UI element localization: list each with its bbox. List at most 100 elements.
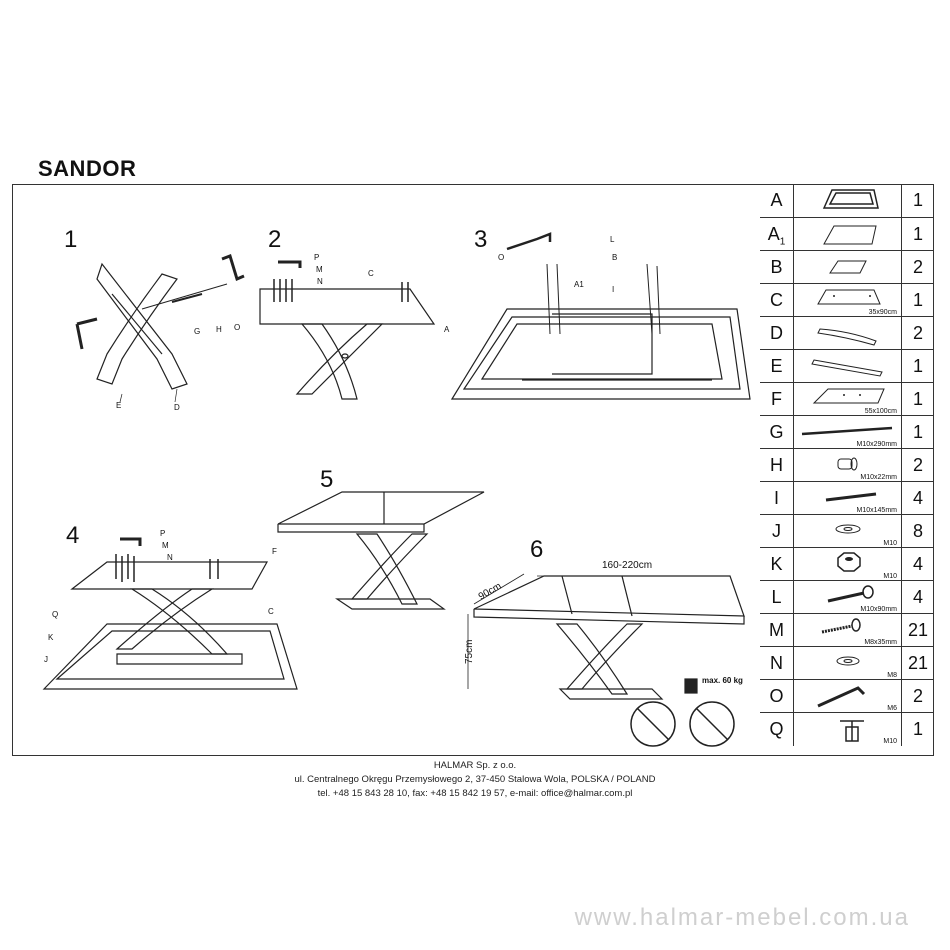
part-letter: A — [760, 184, 794, 217]
label-F: F — [272, 547, 277, 556]
document-title: SANDOR — [38, 156, 137, 181]
threaded-rod-icon: M10x145mm — [794, 482, 902, 515]
footer-address: ul. Centralnego Okręgu Przemysłowego 2, … — [294, 774, 656, 785]
label-K: K — [48, 633, 54, 642]
part-row-G: G M10x290mm 1 — [760, 415, 934, 449]
label-H: H — [216, 325, 222, 334]
step2-labels: P M N C — [314, 253, 374, 286]
step-number-5: 5 — [320, 466, 334, 493]
part-letter: J — [760, 515, 794, 548]
label-O: O — [234, 323, 240, 332]
panel-icon — [794, 218, 902, 251]
part-row-H: H M10x22mm 2 — [760, 448, 934, 482]
label-N: N — [317, 277, 323, 286]
part-quantity: 1 — [912, 290, 923, 310]
part-letter: G — [760, 416, 794, 449]
part-row-O: O M6 2 — [760, 679, 934, 713]
part-letter: N — [760, 647, 794, 680]
part-letter: I — [760, 482, 794, 515]
part-row-D: D 2 — [760, 316, 934, 350]
step4-drawing — [42, 537, 298, 690]
label-N-step4: N — [167, 553, 173, 562]
bolt-icon: M10x90mm — [794, 581, 902, 614]
part-quantity: 1 — [912, 190, 923, 210]
dimension-depth: 90cm — [477, 581, 504, 603]
curved-leg-icon — [794, 317, 902, 350]
part-quantity: 1 — [912, 719, 923, 739]
label-J: J — [44, 655, 48, 664]
part-row-B: B 2 — [760, 250, 934, 284]
part-quantity: 8 — [912, 521, 923, 541]
part-row-N: N M8 21 — [760, 646, 934, 680]
part-row-I: I M10x145mm 4 — [760, 481, 934, 515]
footer-contact: tel. +48 15 843 28 10, fax: +48 15 842 1… — [317, 788, 633, 799]
label-B: B — [612, 253, 617, 262]
part-letter: F — [760, 383, 794, 416]
parts-list: A 1 A1 1 B 2 C 35x90cm 1 D — [760, 184, 934, 756]
allen-key-icon: M6 — [794, 680, 902, 713]
base-plate-icon: 55x100cm — [794, 383, 902, 416]
step3-labels: O L B I A1 A — [444, 235, 617, 334]
plate-icon: 35x90cm — [794, 284, 902, 317]
label-I: I — [612, 285, 614, 294]
step2-drawing — [259, 260, 436, 400]
rod-icon: M10x290mm — [794, 416, 902, 449]
step1-drawing — [75, 254, 245, 403]
part-quantity: 1 — [912, 389, 923, 409]
label-M: M — [316, 265, 323, 274]
washer-icon: M10 — [794, 515, 902, 548]
step5-drawing — [277, 491, 485, 610]
part-quantity: 2 — [912, 323, 923, 343]
label-D: D — [174, 403, 180, 412]
part-letter: E — [760, 350, 794, 383]
dimension-height: 75cm — [464, 640, 475, 664]
part-quantity: 21 — [907, 620, 929, 640]
step-number-2: 2 — [268, 226, 282, 253]
frame-icon — [794, 184, 902, 217]
dimension-width: 160-220cm — [602, 560, 652, 571]
part-row-A1: A1 1 — [760, 217, 934, 251]
part-letter: Q — [760, 713, 794, 746]
label-P: P — [314, 253, 319, 262]
label-O-step3: O — [498, 253, 504, 262]
footer-company: HALMAR Sp. z o.o. — [433, 760, 517, 771]
screw-icon: M8x35mm — [794, 614, 902, 647]
part-row-M: M M8x35mm 21 — [760, 613, 934, 647]
part-row-C: C 35x90cm 1 — [760, 283, 934, 317]
straight-leg-icon — [794, 350, 902, 383]
label-G: G — [194, 327, 200, 336]
step-number-4: 4 — [66, 522, 80, 549]
part-letter: D — [760, 317, 794, 350]
part-letter: C — [760, 284, 794, 317]
part-letter: L — [760, 581, 794, 614]
part-quantity: 4 — [912, 587, 923, 607]
label-M-step4: M — [162, 541, 169, 550]
hex-nut-icon: M10 — [794, 548, 902, 581]
label-C-step4: C — [268, 607, 274, 616]
part-row-K: K M10 4 — [760, 547, 934, 581]
part-row-Q: Q M10 1 — [760, 712, 934, 746]
max-load-label: max. 60 kg — [702, 676, 743, 685]
diagram-drawings: E D G H O P M N C O L B I A1 A P M N F Q… — [42, 232, 751, 747]
part-letter: M — [760, 614, 794, 647]
part-quantity: 2 — [912, 686, 923, 706]
part-row-L: L M10x90mm 4 — [760, 580, 934, 614]
small-washer-icon: M8 — [794, 647, 902, 680]
step6-drawing — [467, 573, 745, 747]
part-letter: H — [760, 449, 794, 482]
step-number-3: 3 — [474, 226, 488, 253]
part-row-J: J M10 8 — [760, 514, 934, 548]
step-number-6: 6 — [530, 536, 544, 563]
step1-labels: E D G H O — [116, 323, 240, 412]
part-letter: K — [760, 548, 794, 581]
label-L: L — [610, 235, 615, 244]
label-A1: A1 — [574, 280, 584, 289]
board-icon — [794, 251, 902, 284]
part-letter: A1 — [760, 218, 794, 251]
part-row-F: F 55x100cm 1 — [760, 382, 934, 416]
part-row-E: E 1 — [760, 349, 934, 383]
instruction-frame — [12, 184, 934, 756]
part-quantity: 1 — [912, 356, 923, 376]
part-letter: O — [760, 680, 794, 713]
label-C: C — [368, 269, 374, 278]
